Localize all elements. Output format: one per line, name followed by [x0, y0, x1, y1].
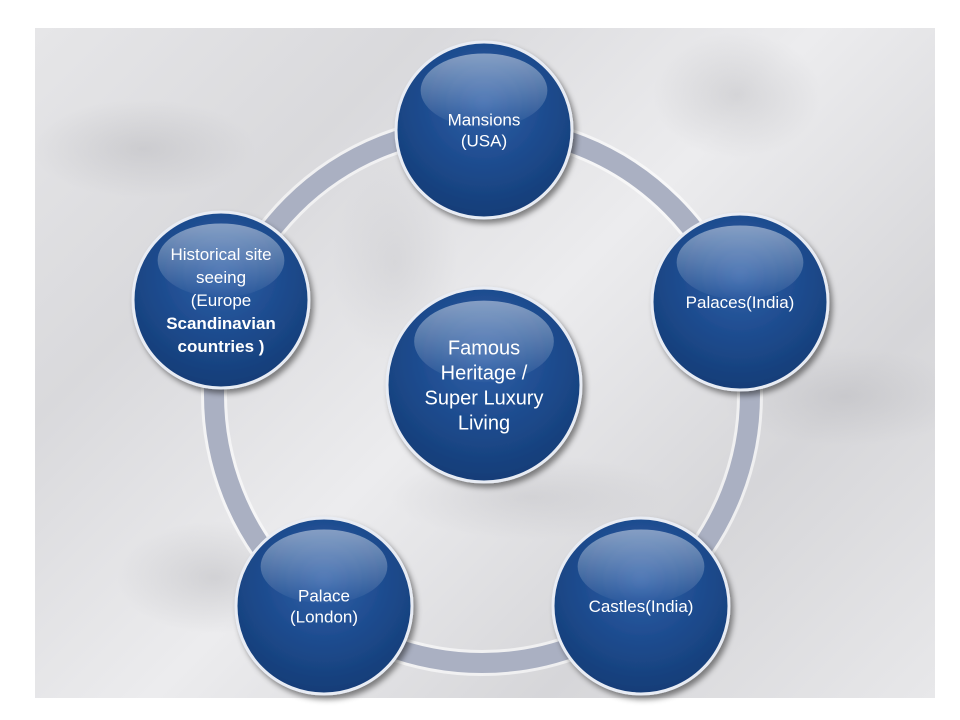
node-castles-india: Castles(India)	[551, 516, 731, 696]
center-node-label-line: Famous	[448, 338, 520, 360]
node-historical-site-seeing-label-line: (Europe	[191, 291, 251, 310]
node-mansions-usa-label-line: (USA)	[461, 131, 507, 150]
node-palaces-india-shine	[676, 225, 804, 300]
node-castles-india-shine	[577, 529, 705, 604]
node-mansions-usa-shine	[420, 53, 548, 128]
center-node-label-line: Living	[458, 413, 510, 435]
node-historical-site-seeing-label-line: Historical site	[170, 245, 271, 264]
node-mansions-usa-label-line: Mansions	[448, 110, 521, 129]
node-palace-london-label-line: Palace	[298, 586, 350, 605]
node-palace-london-shine	[260, 529, 388, 604]
center-node-shine	[414, 300, 554, 383]
center-node-label-line: Super Luxury	[425, 388, 544, 410]
node-historical-site-seeing-label-line: countries )	[178, 337, 265, 356]
node-mansions-usa: Mansions (USA)	[394, 40, 574, 220]
node-palace-london: Palace (London)	[234, 516, 414, 696]
node-palaces-india: Palaces(India)	[650, 212, 830, 392]
center-node-label-line: Heritage /	[441, 363, 528, 385]
node-palace-london-label-line: (London)	[290, 607, 358, 626]
node-palaces-india-label-line: Palaces(India)	[686, 293, 795, 312]
node-castles-india-label-line: Castles(India)	[589, 597, 694, 616]
node-historical-site-seeing-label-line: seeing	[196, 268, 246, 287]
node-historical-site-seeing-label-line: Scandinavian	[166, 314, 276, 333]
node-historical-site-seeing: Historical site seeing (EuropeScandinavian…	[131, 210, 311, 390]
node-historical-site-seeing-shine	[157, 223, 285, 298]
